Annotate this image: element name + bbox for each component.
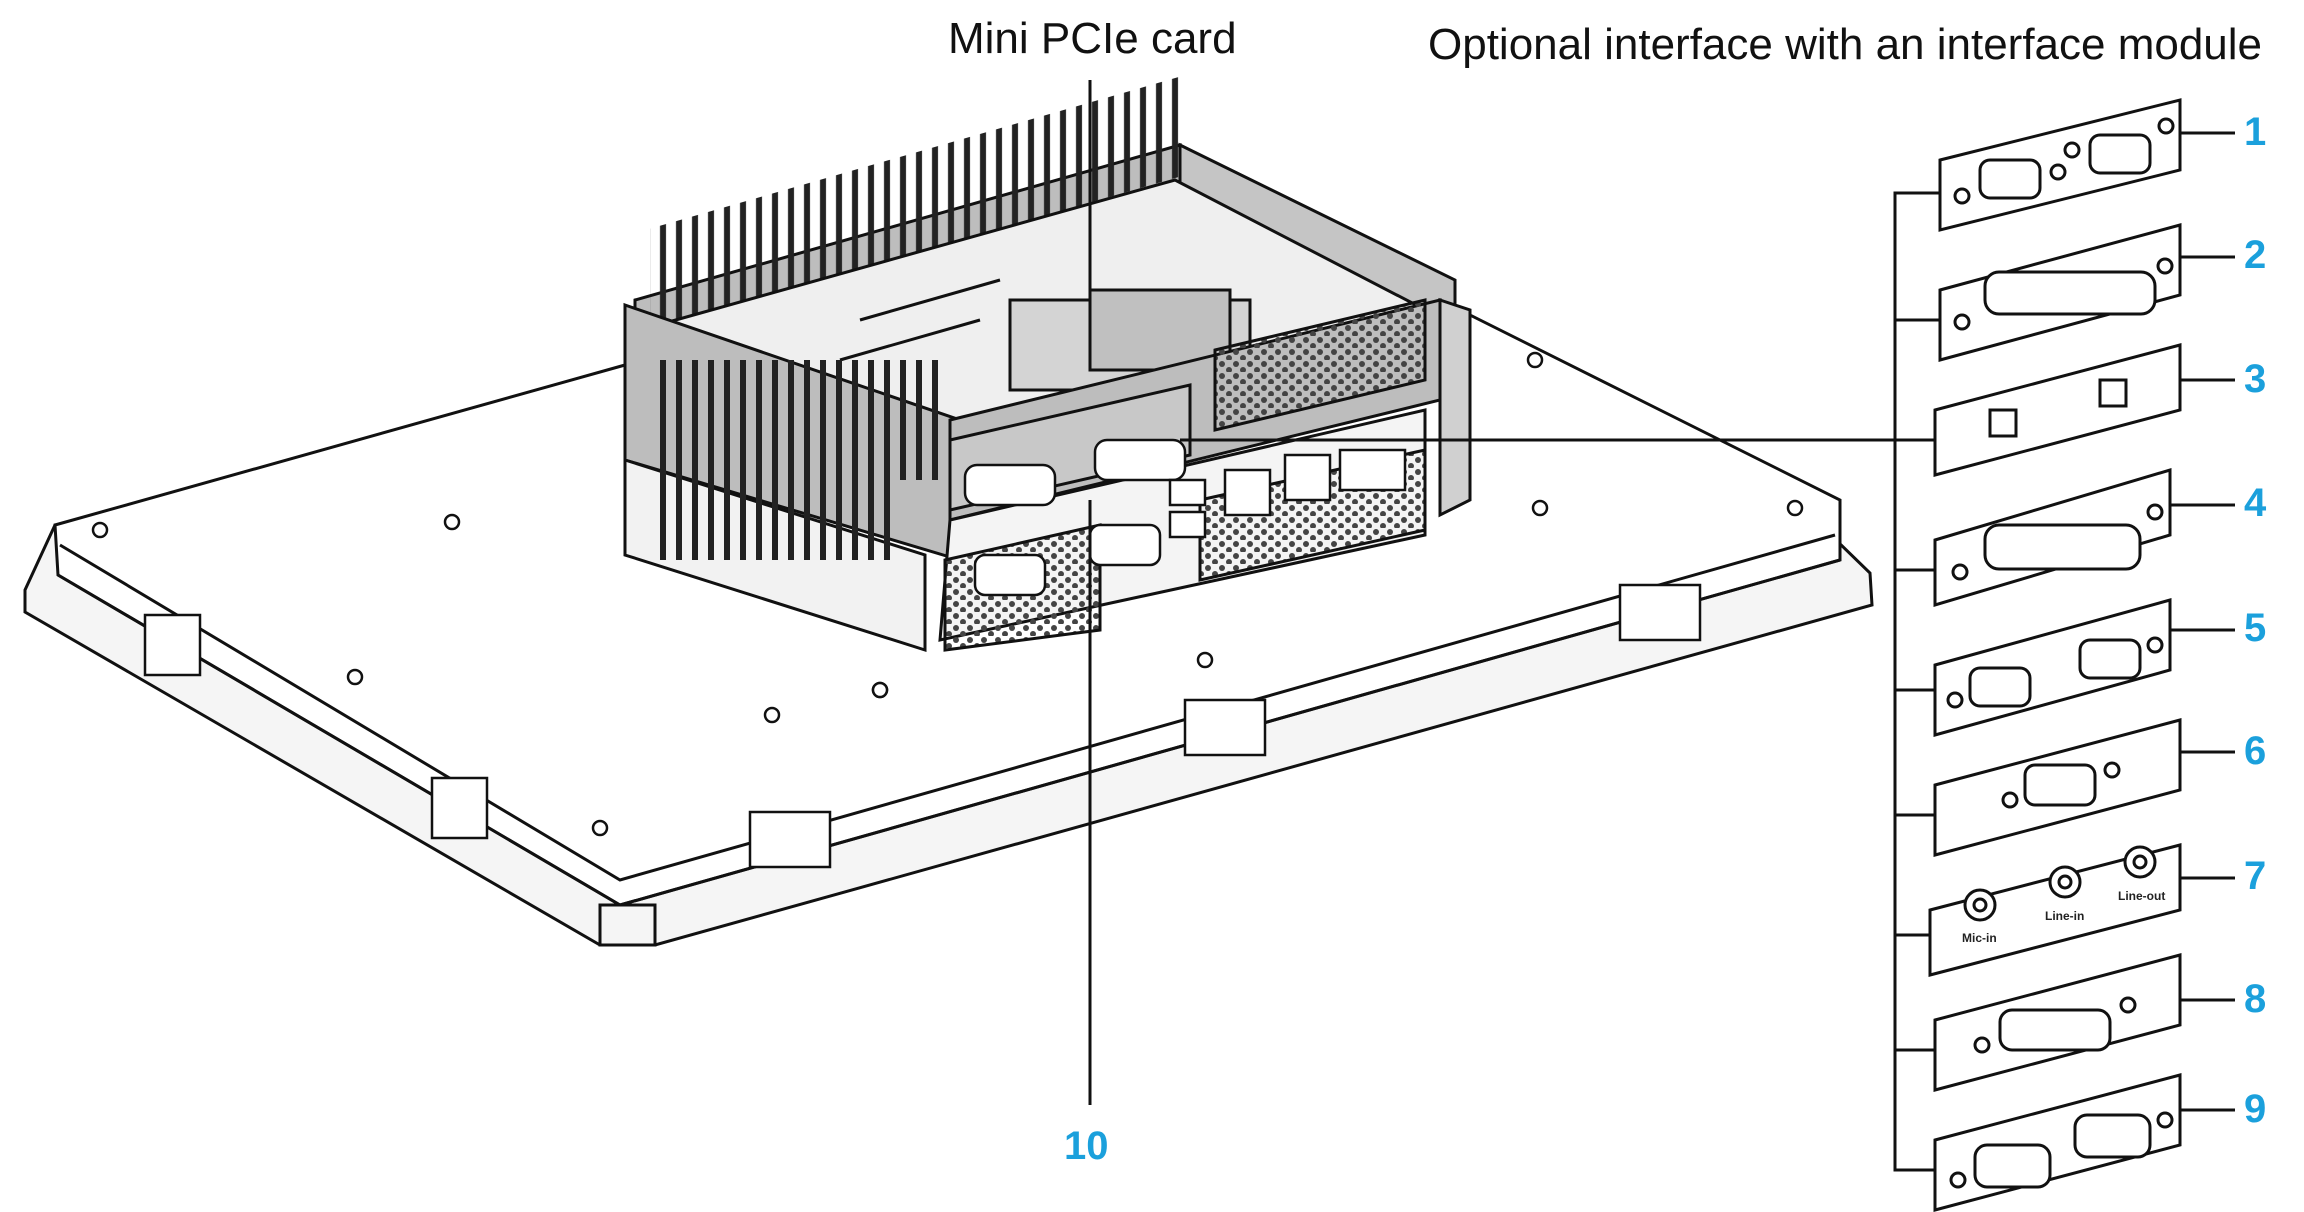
callout-7: 7 — [2244, 854, 2267, 898]
callout-3: 3 — [2244, 357, 2267, 401]
callout-5: 5 — [2244, 606, 2267, 650]
module-5 — [1933, 598, 2172, 737]
box-connectors — [963, 438, 1407, 597]
title-mini-pcie: Mini PCIe card — [948, 14, 1237, 63]
module-7: Mic-in Line-in Line-out — [1928, 843, 2182, 977]
panel-screws — [91, 351, 1804, 837]
module-8 — [1933, 953, 2182, 1092]
callout-2: 2 — [2244, 233, 2267, 277]
audio-label-mic: Mic-in — [1962, 931, 1997, 945]
module-2 — [1938, 223, 2182, 362]
callout-9: 9 — [2244, 1087, 2267, 1131]
module-1 — [1938, 98, 2182, 232]
module-9 — [1933, 1073, 2182, 1212]
audio-label-line-out: Line-out — [2118, 889, 2165, 903]
callout-6: 6 — [2244, 729, 2267, 773]
callout-1: 1 — [2244, 110, 2267, 154]
callout-4: 4 — [2244, 481, 2267, 525]
module-3 — [1933, 343, 2182, 477]
module-4 — [1933, 467, 2172, 608]
module-6 — [1933, 718, 2182, 857]
leader-lines — [1088, 80, 2235, 1172]
frame-brackets — [143, 583, 1702, 869]
title-optional-interface: Optional interface with an interface mod… — [1428, 20, 2263, 69]
callout-8: 8 — [2244, 977, 2267, 1021]
callout-10: 10 — [1064, 1124, 1109, 1168]
audio-label-line-in: Line-in — [2045, 909, 2084, 923]
